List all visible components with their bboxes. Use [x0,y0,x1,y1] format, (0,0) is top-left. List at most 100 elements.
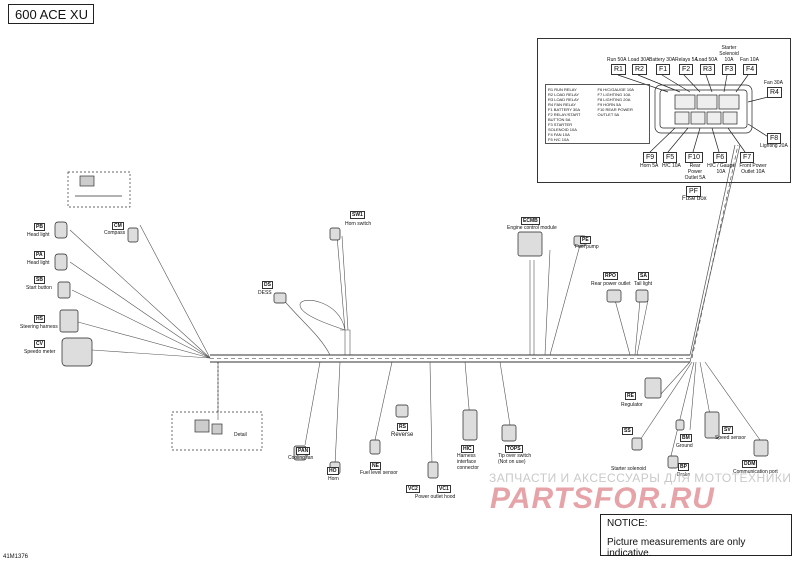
regulator-connector [644,377,662,399]
fuse-label-r3: Load 50A [696,57,718,63]
fuel-level-sensor-code: NE [370,462,381,470]
fuel-pump-code: PE [580,236,591,244]
start-button-code: SB [34,276,45,284]
fuse-code-f4: F4 [743,64,758,75]
fuse-box-code: PF [686,186,701,197]
fuse-label-f8: Lighting 20A [760,143,788,149]
reverse-code: RS [397,423,408,431]
legend-row: SOLENOID 10A [548,127,577,132]
harness-interface-label: Harness interface connector [457,453,479,471]
fuse-label-f3: Starter Solenoid 10A [719,45,739,63]
rear-power-outlet-label: Rear power outlet [591,281,631,287]
fuse-code-r2: R2 [632,64,647,75]
rear-power-outlet-connector [606,289,622,303]
legend-row: F6 H/C/GAUGE 10A [597,87,634,92]
steering-harness-connector [59,309,79,333]
fuel-level-sensor-label: Fuel level sensor [360,470,398,476]
legend-row: F3 STARTER [548,122,573,127]
start-button-connector [57,281,71,299]
ground-label: Ground [676,443,693,449]
notice-text: Picture measurements are only indicative… [607,537,746,559]
dess-label: DESS [258,290,272,296]
power-outlet-label: Power outlet hood [415,494,456,500]
reverse-connector [395,404,409,418]
main-harness-trunk [210,354,690,363]
detail-inset [171,362,263,451]
horn-code: HO [327,467,339,475]
tip-over-switch-code: TOPS [505,445,523,453]
fuel-pump-label: Fuel pump [575,244,599,250]
fuse-box-drawing [617,74,773,153]
fuse-box-label: Fuse box [682,196,707,202]
fuse-label-f1: Battery 30A [649,57,676,63]
harness-interface-connector [462,409,478,441]
fuse-legend-left: R1 RUN RELAY R2 LOAD RELAY R3 LOAD RELAY… [548,87,598,142]
legend-row: R1 RUN RELAY [548,87,577,92]
ecm-branch [529,244,581,356]
brake-connector [667,455,679,469]
headlight-2-connector [54,253,68,271]
legend-row: F2 RELAY/START [548,112,581,117]
cooling-fan-label: Cooling fan [288,455,314,461]
model-title: 600 ACE XU [8,4,94,24]
fuse-code-f7: F7 [740,152,755,163]
dess-connector [273,292,287,304]
fuse-legend-right: F6 H/C/GAUGE 10A F7 LIGHTING 10A F8 LIGH… [598,87,648,141]
fuel-level-sensor-connector [369,439,381,455]
dess-code: DS [262,281,273,289]
headlight-2-code: PA [34,251,45,259]
compass-code: CM [112,222,124,230]
headlight-1-connector [54,221,68,239]
legend-row: R3 LOAD RELAY [548,97,580,102]
dess-branch [281,297,331,356]
fuse-code-f9: F9 [643,152,658,163]
notice-title: NOTICE: [607,518,648,529]
rear-power-outlet-code: RPO [603,272,618,280]
compass-inset [67,171,131,208]
compass-connector [127,227,139,243]
regulator-label: Regulator [621,402,643,408]
ecm-connector [517,231,543,257]
horn-switch-branch [299,235,351,355]
fuse-label-f10: Rear Power Outlet 5A [684,163,706,181]
detail-label: Detail [234,432,247,438]
legend-row: BUTTON 5A [548,117,571,122]
legend-row: F7 LIGHTING 10A [597,92,631,97]
legend-row: F9 HORN 5A [597,102,622,107]
fuse-legend: R1 RUN RELAY R2 LOAD RELAY R3 LOAD RELAY… [545,84,650,144]
communication-port-code: DDM [742,460,758,468]
cooling-fan-code: PAN [296,447,311,455]
ground-code: BM [680,434,692,442]
fuse-code-f10: F10 [685,152,704,163]
regulator-code: RE [625,392,636,400]
right-lower-branches [639,361,761,461]
starter-solenoid-connector [631,437,643,451]
fuse-box-panel [537,38,791,183]
fuse-label-f5: H/C 10A [662,163,681,169]
speed-sensor-connector [704,411,720,439]
rear-branches [614,299,649,356]
legend-row: F8 LIGHTING 20A [597,97,631,102]
legend-row: F10 REAR POWER [597,107,633,112]
tail-light-connector [635,289,649,303]
horn-switch-connector [329,227,341,241]
legend-row: F5 H/C 10A [548,137,569,142]
starter-solenoid-label: Starter solenoid [611,466,647,472]
fuse-label-f9: Horn 5A [640,163,659,169]
legend-row: OUTLET 5A [597,112,620,117]
fuse-code-f8: F8 [767,133,782,144]
steering-harness-code: HS [34,315,45,323]
watermark-logo: PARTSFOR.RU [490,482,715,515]
watermark-tagline: ЗАПЧАСТИ И АКСЕССУАРЫ ДЛЯ МОТОТЕХНИКИ [489,471,792,485]
speed-sensor-label: Speed sensor [715,435,746,441]
fuse-code-r3: R3 [700,64,715,75]
headlight-1-label: Head light [27,232,50,238]
power-outlet-connector [427,461,439,479]
legend-row: R2 LOAD RELAY [548,92,580,97]
fuse-code-f1: F1 [656,64,671,75]
harness-interface-code: HIC [461,445,474,453]
fuse-code-f2: F2 [679,64,694,75]
legend-row: F4 FAN 10A [548,132,570,137]
fuse-code-f5: F5 [663,152,678,163]
